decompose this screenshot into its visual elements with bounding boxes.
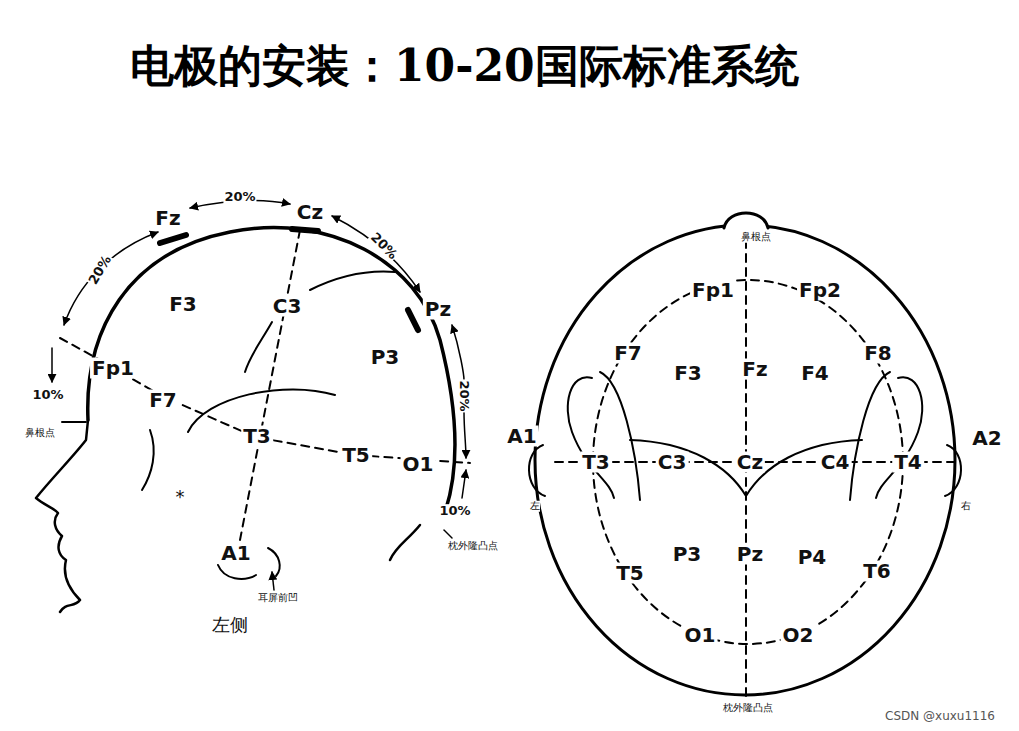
tragus-arrow <box>272 572 274 590</box>
electrode-mark <box>408 310 418 330</box>
electrode-mark <box>292 229 318 231</box>
electrode-label: C4 <box>819 452 852 473</box>
ear-outline <box>850 372 890 500</box>
symbol-label: * <box>176 488 185 507</box>
leader-line <box>444 530 452 538</box>
electrode-label: T5 <box>340 445 372 466</box>
electrode-label: O1 <box>683 625 718 646</box>
electrode-label: A1 <box>505 426 538 447</box>
electrode-label: P4 <box>796 547 829 568</box>
circumference-dashed <box>60 338 470 463</box>
ear-outline <box>568 377 614 498</box>
electrode-label: F8 <box>862 343 894 364</box>
electrode-label: F4 <box>799 363 831 384</box>
side-label: 左 <box>530 501 540 512</box>
electrode-label: Fp1 <box>90 358 136 379</box>
electrode-label: Fz <box>740 359 769 380</box>
scalp-outline <box>88 228 455 515</box>
nose-outline <box>724 213 768 228</box>
electrode-label: T4 <box>892 452 924 473</box>
electrode-label: Pz <box>423 299 453 320</box>
percent-label: 10% <box>438 504 471 518</box>
electrode-label: Fp2 <box>797 280 843 301</box>
sulcus-line <box>310 272 395 290</box>
watermark: CSDN @xuxu1116 <box>885 710 995 723</box>
electrode-label: A1 <box>219 543 252 564</box>
electrode-label: P3 <box>369 347 402 368</box>
electrode-label: O2 <box>781 625 816 646</box>
percent-label: 20% <box>223 190 256 204</box>
face-profile <box>36 420 88 612</box>
electrode-label: F7 <box>612 343 644 364</box>
slide-title: 电极的安装：10-20国际标准系统 <box>130 38 820 93</box>
landmark-label: 枕外隆凸点 <box>448 541 498 552</box>
ear-lobe <box>529 445 545 496</box>
electrode-label: T5 <box>614 563 646 584</box>
neck-line <box>390 525 420 560</box>
electrode-label: F7 <box>147 390 179 411</box>
electrode-mark <box>160 235 186 243</box>
leader-line <box>62 421 86 423</box>
electrode-label: O1 <box>401 454 436 475</box>
electrode-label: A2 <box>970 428 1003 449</box>
electrode-label: T3 <box>580 452 612 473</box>
electrode-label: F3 <box>167 294 199 315</box>
electrode-label: F3 <box>672 363 704 384</box>
electrode-label: C3 <box>656 452 689 473</box>
landmark-label: 鼻根点 <box>741 232 771 243</box>
landmark-label: 耳屏前凹 <box>258 593 298 604</box>
landmark-label: 枕外隆凸点 <box>723 703 773 714</box>
percent-label: 20% <box>86 252 114 288</box>
electrode-label: P3 <box>671 544 704 565</box>
eye-line <box>142 430 154 490</box>
tragus-line <box>268 548 280 576</box>
electrode-label: Fp1 <box>690 280 736 301</box>
view-label: 左侧 <box>212 616 248 635</box>
percent-label: 20% <box>457 379 471 412</box>
landmark-label: 鼻根点 <box>25 428 55 439</box>
electrode-label: Pz <box>735 544 765 565</box>
electrode-label: T3 <box>241 426 273 447</box>
distance-arrow <box>332 216 420 292</box>
ear-lobe <box>945 445 961 496</box>
ear-outline <box>600 372 640 500</box>
distance-arrow <box>51 348 53 382</box>
percent-label: 10% <box>31 388 64 402</box>
central-sulcus <box>630 440 862 496</box>
electrode-label: C3 <box>271 296 304 317</box>
electrode-label: Cz <box>735 452 765 473</box>
ear-outline <box>876 377 922 498</box>
sulcus-line <box>245 322 272 372</box>
ear-lobe <box>218 565 256 579</box>
electrode-label: Fz <box>153 208 182 229</box>
distance-arrow <box>64 232 158 325</box>
coronal-dashed <box>240 230 300 540</box>
distance-arrow <box>462 470 466 498</box>
percent-label: 20% <box>367 229 400 262</box>
electrode-label: Cz <box>295 202 325 223</box>
side-label: 右 <box>961 501 971 512</box>
electrode-label: T6 <box>861 561 893 582</box>
